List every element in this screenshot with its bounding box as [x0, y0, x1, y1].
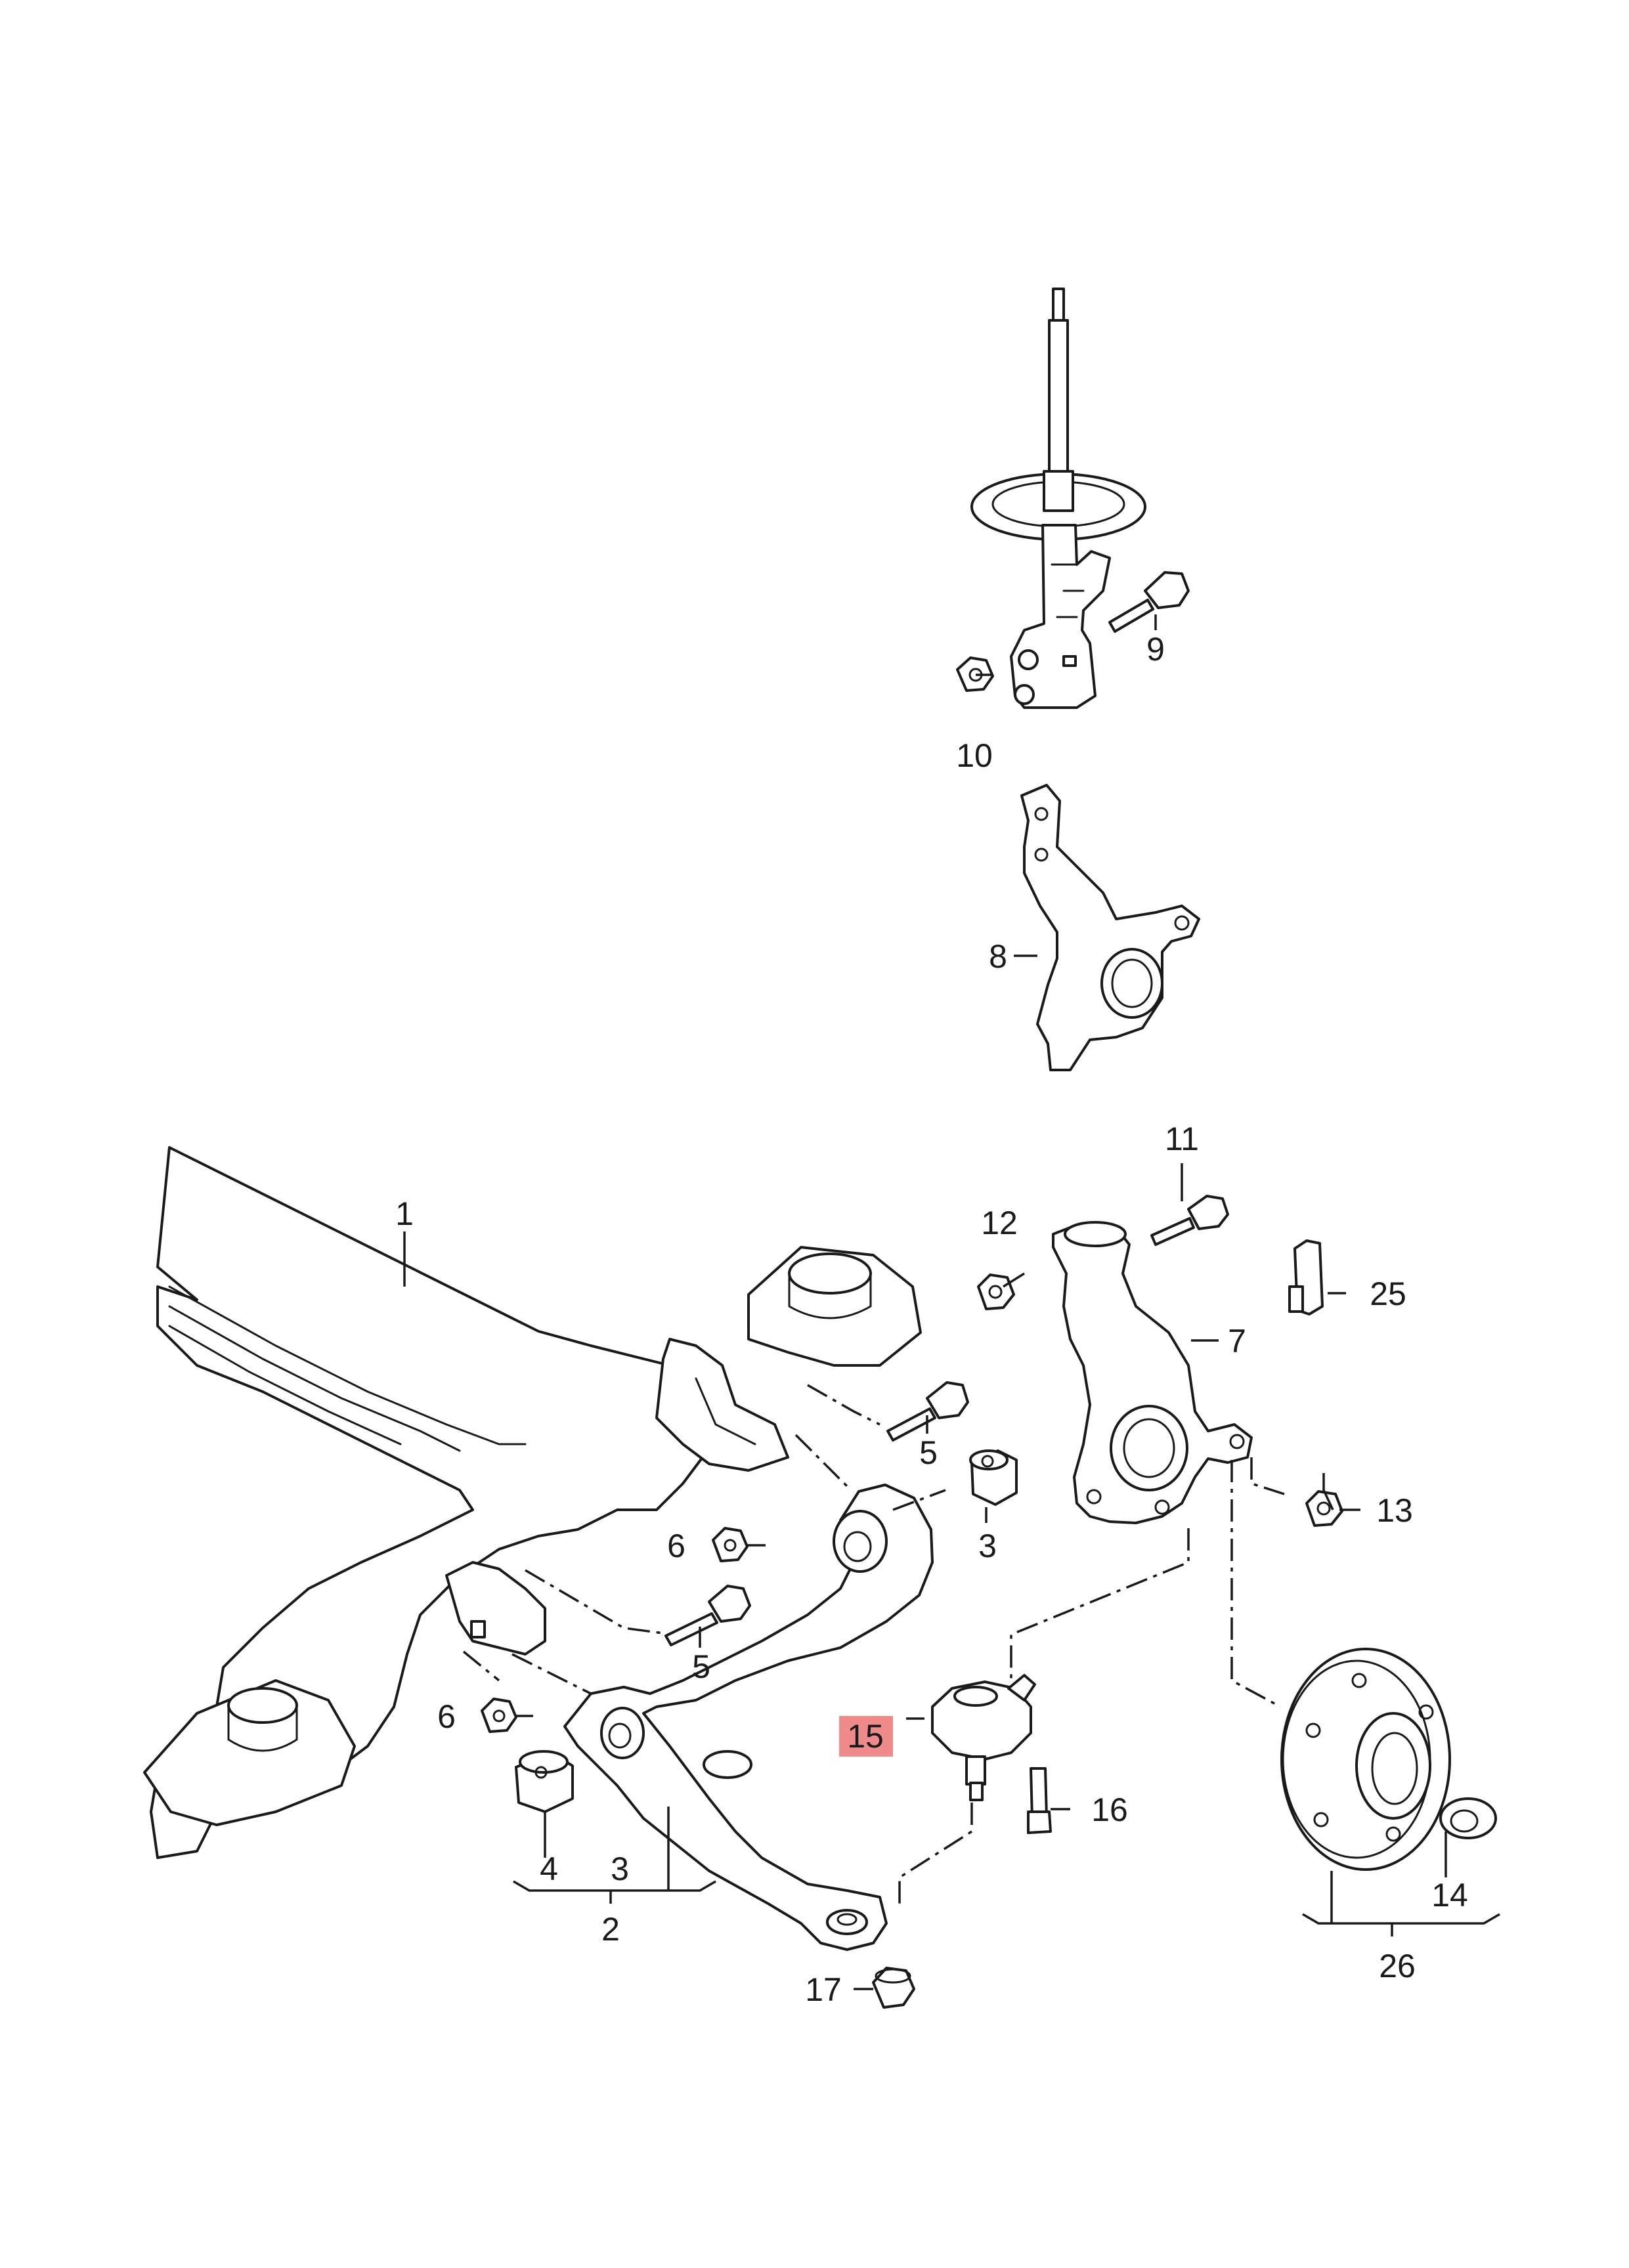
callout-16: 16	[1091, 1791, 1128, 1828]
callout-7: 7	[1228, 1323, 1246, 1359]
subframe-bolt-upper	[886, 1381, 969, 1442]
callout-17: 17	[805, 1971, 842, 2008]
bracket-clip	[1288, 1239, 1324, 1316]
knuckle-nut-lower	[1305, 1490, 1343, 1527]
callout-6-upper: 6	[667, 1528, 685, 1564]
strut-bolt	[1108, 571, 1190, 633]
callout-8: 8	[989, 938, 1007, 975]
strut-nut	[956, 656, 994, 692]
callout-4: 4	[540, 1851, 558, 1887]
callout-11: 11	[1165, 1121, 1199, 1157]
subframe-nut-upper	[712, 1527, 749, 1562]
callout-25: 25	[1370, 1275, 1406, 1312]
steering-knuckle-upper	[1020, 784, 1200, 1071]
callout-1: 1	[395, 1195, 414, 1232]
callout-13: 13	[1376, 1492, 1413, 1529]
callout-15: 15	[847, 1718, 884, 1755]
subframe-bolt-lower	[664, 1585, 751, 1646]
callout-5-upper: 5	[919, 1434, 938, 1471]
knuckle-nut-upper	[977, 1273, 1015, 1310]
subframe-nut-lower	[481, 1698, 517, 1733]
callout-5-lower: 5	[692, 1648, 710, 1685]
callout-12: 12	[981, 1205, 1018, 1241]
callout-14: 14	[1431, 1877, 1468, 1914]
wheel-hub	[1280, 1648, 1451, 1871]
front-bushing	[515, 1750, 574, 1813]
callout-3-arm: 3	[611, 1851, 629, 1887]
assembly-dash-lines	[462, 1384, 1285, 1904]
callout-26: 26	[1379, 1948, 1416, 1984]
axle-nut	[1439, 1797, 1497, 1839]
callout-2: 2	[601, 1911, 620, 1948]
steering-knuckle-lower	[1052, 1221, 1253, 1524]
shock-absorber-strut	[970, 288, 1146, 709]
lower-control-arm	[563, 1484, 934, 1951]
knuckle-bolt	[1150, 1195, 1229, 1246]
ball-joint	[931, 1674, 1036, 1801]
ball-joint-bolt	[1027, 1767, 1052, 1834]
subframe	[143, 1146, 922, 1859]
highlight-box	[839, 1716, 893, 1757]
callout-6-lower: 6	[437, 1698, 456, 1735]
callout-3-bushing: 3	[978, 1528, 997, 1564]
callout-10: 10	[956, 737, 993, 774]
leader-lines	[403, 614, 1500, 1990]
control-arm-nut	[872, 1967, 915, 2009]
rear-bushing	[969, 1449, 1018, 1506]
callout-9: 9	[1146, 631, 1165, 668]
